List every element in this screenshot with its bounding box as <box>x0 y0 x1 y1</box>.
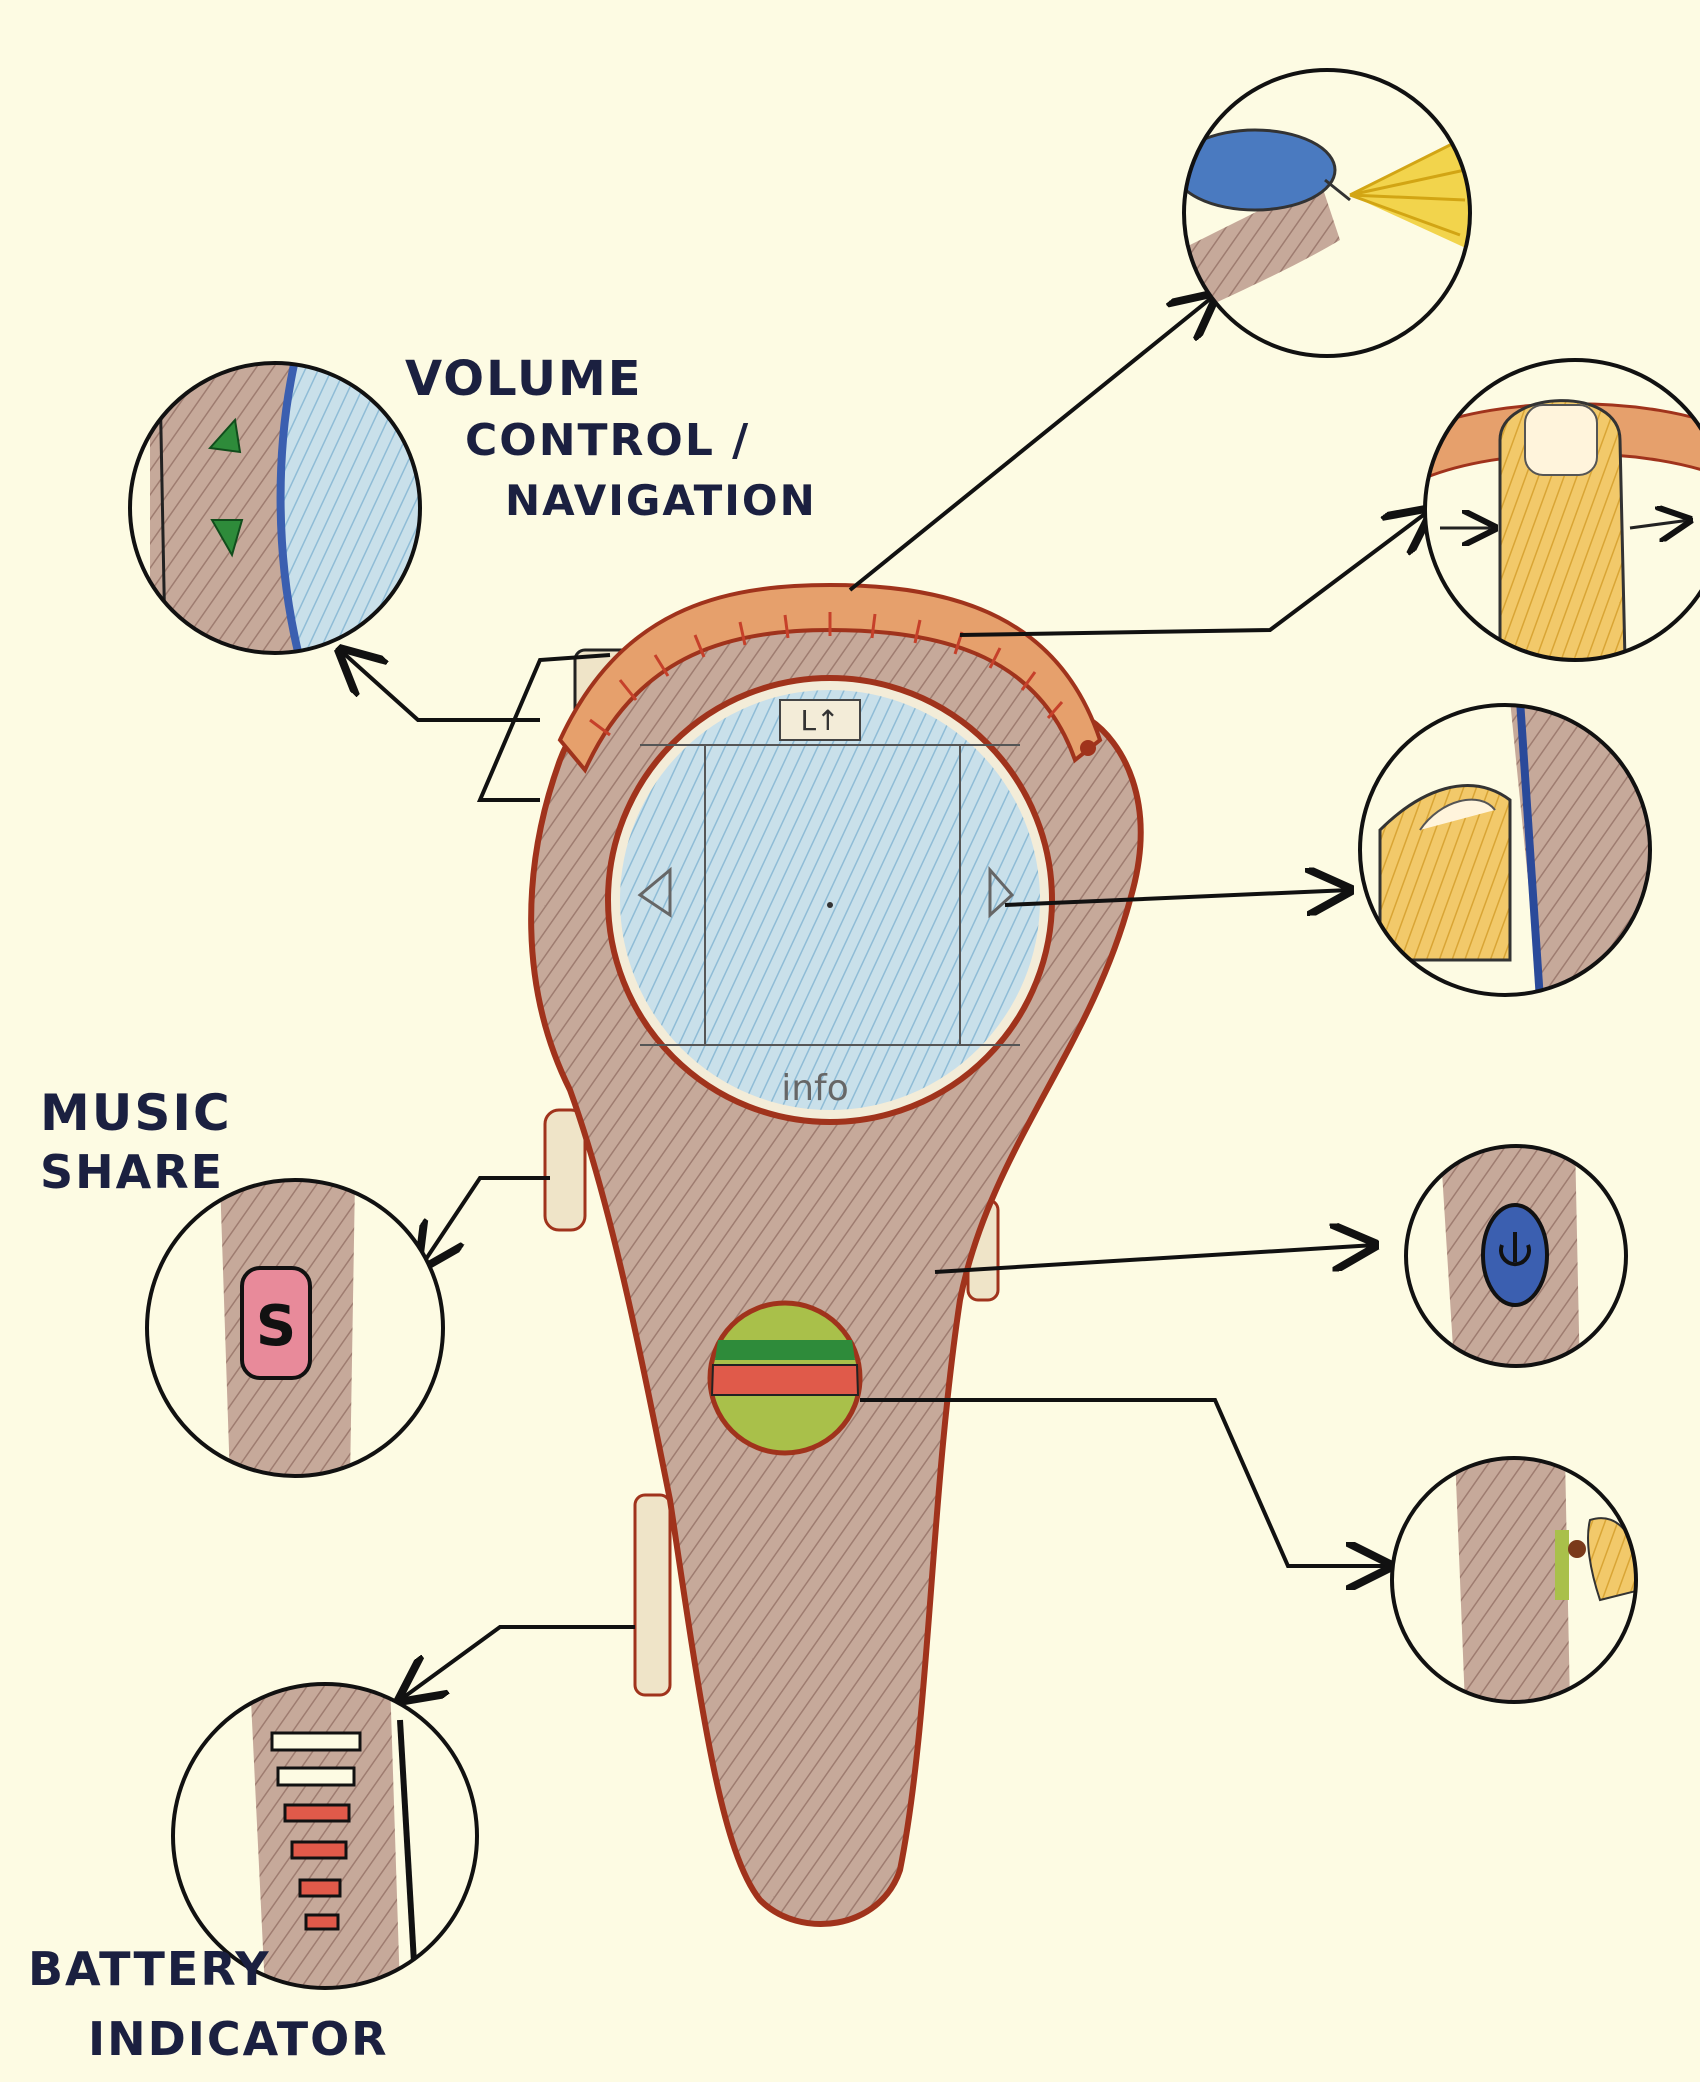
volume-label-line3: NAVIGATION <box>505 476 817 525</box>
detail-touch-scroll <box>1420 355 1700 665</box>
music-label-line2: SHARE <box>40 1145 224 1199</box>
light-lens <box>1080 740 1096 756</box>
detail-light <box>1175 70 1480 360</box>
label-volume-control: VOLUME CONTROL / NAVIGATION <box>405 351 817 525</box>
detail-center-side-button <box>1390 1455 1640 1705</box>
device-body: L↑ info <box>531 585 1140 1924</box>
volume-label-line1: VOLUME <box>405 351 643 407</box>
volume-label-line2: CONTROL / <box>465 415 750 466</box>
screen-info-label: info <box>781 1068 849 1109</box>
screen-top-label: L↑ <box>800 704 839 737</box>
battery-label-line2: INDICATOR <box>88 2012 389 2066</box>
music-share-side-button[interactable] <box>545 1110 585 1230</box>
touch-screen[interactable] <box>620 690 1040 1110</box>
battery-side-button[interactable] <box>635 1495 670 1695</box>
detail-screen-press <box>1355 700 1655 1000</box>
screen-center-dot <box>827 902 833 908</box>
detail-music-share: S <box>145 1180 445 1480</box>
label-music-share: MUSIC SHARE <box>40 1084 232 1199</box>
detail-volume-navigation <box>120 360 450 660</box>
detail-power <box>1400 1140 1640 1380</box>
center-button[interactable] <box>710 1303 860 1453</box>
share-s-icon: S <box>256 1294 296 1359</box>
battery-label-line1: BATTERY <box>28 1942 271 1996</box>
music-label-line1: MUSIC <box>40 1084 232 1142</box>
